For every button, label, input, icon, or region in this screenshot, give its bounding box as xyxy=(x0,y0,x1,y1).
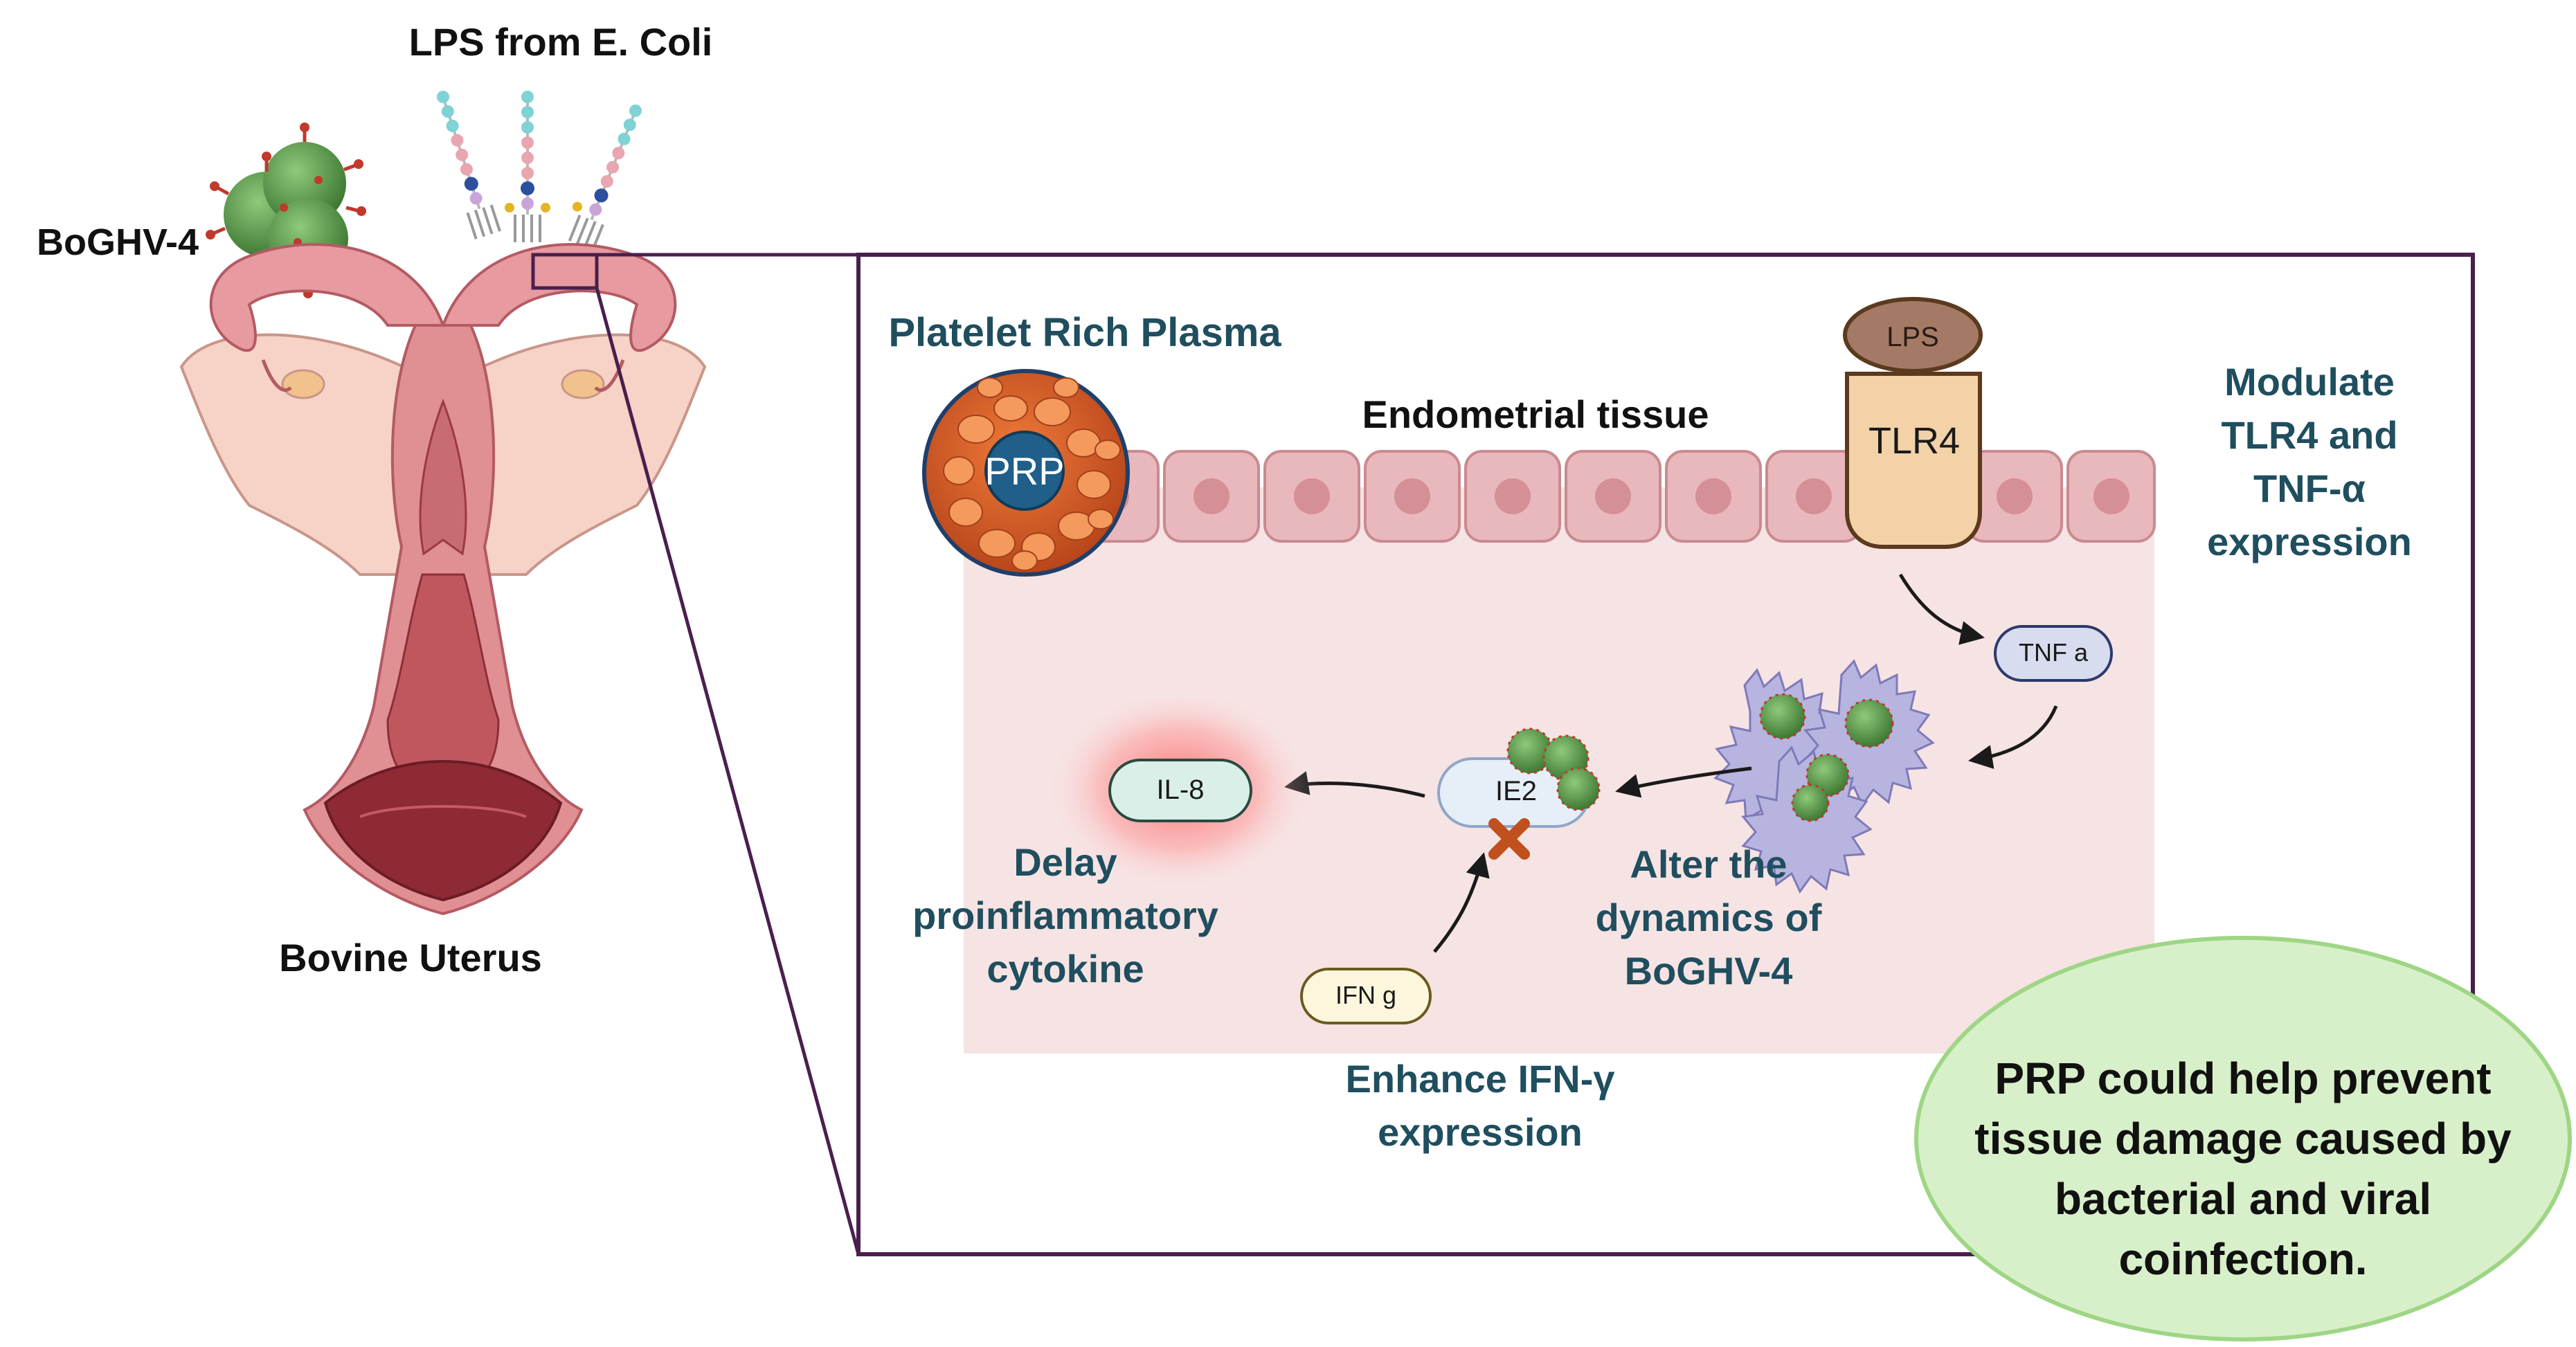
lps-source-label: LPS from E. Coli xyxy=(409,20,713,64)
conclusion-text: PRP could help prevent tissue damage cau… xyxy=(1974,1054,2512,1284)
conclusion-callout xyxy=(1914,936,2572,1341)
organ-label: Bovine Uterus xyxy=(279,936,542,979)
arrow-ifn-to-ie2 xyxy=(1433,852,1490,953)
enhance-line-1: Enhance IFN-γ xyxy=(1346,1057,1615,1101)
conclusion-line-4: coinfection. xyxy=(2118,1234,2367,1284)
conclusion-line-2: tissue damage caused by xyxy=(1974,1114,2512,1164)
lps-cap-label: LPS xyxy=(1886,322,1939,352)
tlr4-receptor xyxy=(1843,297,1983,549)
delay-line-1: Delay xyxy=(1014,840,1117,884)
arrow-cells-to-ie2 xyxy=(1615,766,1752,798)
modulate-line-2: TLR4 and xyxy=(2221,413,2397,457)
enhance-line-2: expression xyxy=(1378,1110,1583,1154)
boghv4-virus-icon xyxy=(206,123,366,298)
tnf-node xyxy=(1994,625,2113,682)
delay-line-2: proinflammatory xyxy=(912,894,1218,937)
tnf-label: TNF a xyxy=(2019,638,2089,667)
prp-title: Platelet Rich Plasma xyxy=(888,310,1281,355)
ie2-label: IE2 xyxy=(1495,776,1537,806)
prp-platelet-icon xyxy=(922,369,1130,577)
tlr4-label: TLR4 xyxy=(1868,420,1960,462)
zoom-region-box xyxy=(531,253,599,290)
alter-line-1: Alter the xyxy=(1630,842,1787,886)
ifn-node xyxy=(1300,968,1432,1024)
ifn-label: IFN g xyxy=(1335,981,1396,1009)
delay-effect-text: Delay proinflammatory cytokine xyxy=(912,840,1218,991)
infected-cells-icon xyxy=(1713,659,1935,894)
prp-badge: PRP xyxy=(984,449,1064,493)
modulate-effect-text: Modulate TLR4 and TNF-α expression xyxy=(2207,360,2412,563)
alter-line-3: BoGHV-4 xyxy=(1625,949,1793,993)
il8-node xyxy=(1108,759,1252,822)
inhibition-x-icon xyxy=(1488,818,1530,860)
arrow-tnf-to-cells xyxy=(1968,705,2058,769)
tissue-label: Endometrial tissue xyxy=(1362,392,1709,436)
arrow-tlr4-to-tnf xyxy=(1898,573,1985,645)
modulate-line-4: expression xyxy=(2207,520,2412,563)
modulate-line-1: Modulate xyxy=(2224,360,2395,404)
ie2-virus-icon xyxy=(1506,727,1601,811)
conclusion-line-3: bacterial and viral xyxy=(2055,1174,2431,1224)
il8-label: IL-8 xyxy=(1157,775,1205,805)
bovine-uterus-illustration xyxy=(179,243,707,916)
alter-line-2: dynamics of xyxy=(1596,896,1822,939)
conclusion-line-1: PRP could help prevent xyxy=(1994,1054,2491,1103)
zoom-line-bottom xyxy=(595,287,861,1255)
alter-effect-text: Alter the dynamics of BoGHV-4 xyxy=(1596,842,1822,993)
delay-line-3: cytokine xyxy=(987,947,1144,991)
lps-molecules-icon xyxy=(437,91,642,251)
virus-label: BoGHV-4 xyxy=(37,222,199,263)
enhance-effect-text: Enhance IFN-γ expression xyxy=(1346,1057,1615,1154)
modulate-line-3: TNF-α xyxy=(2253,467,2366,510)
